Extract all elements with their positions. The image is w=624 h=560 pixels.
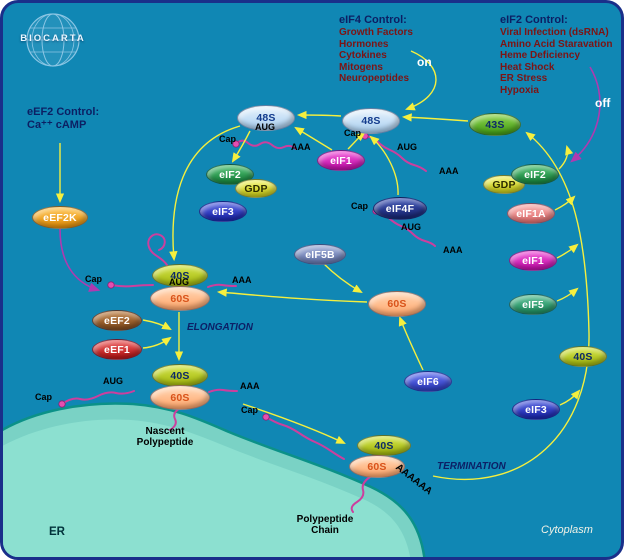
eif2-control-item: Amino Acid Staravation <box>500 38 613 50</box>
node-eif5b[interactable]: eIF5B <box>294 244 346 265</box>
node-60s-initiation[interactable]: 60S <box>150 286 210 311</box>
eef2-control-title: eEF2 Control: <box>27 106 100 118</box>
node-40s-termination[interactable]: 40S <box>357 435 411 456</box>
eef2-control-panel: eEF2 Control: Ca⁺⁺ cAMP <box>27 106 99 132</box>
eif2-control-item: ER Stress <box>500 73 548 84</box>
on-switch-label: on <box>417 55 432 69</box>
pathway-arrows <box>55 50 590 481</box>
node-48s-a[interactable]: 48S <box>237 105 295 131</box>
eif2-control-title: eIF2 Control: <box>500 14 568 26</box>
logo-text: BIOCARTA <box>20 33 86 44</box>
node-eef2[interactable]: eEF2 <box>92 310 142 331</box>
eif2-control-item: Heme Deficiency <box>500 50 581 61</box>
nascent-polypeptide-label: Nascent Polypeptide <box>136 426 194 448</box>
node-48s-b[interactable]: 48S <box>342 108 400 134</box>
off-switch-label: off <box>595 96 611 110</box>
node-eif5[interactable]: eIF5 <box>509 294 557 315</box>
eif4-control-item: Cytokines <box>339 50 387 61</box>
aaa-label: AAA <box>439 166 459 176</box>
termination-label: TERMINATION <box>437 461 506 472</box>
node-60s-termination[interactable]: 60S <box>349 455 405 478</box>
node-eif2-left[interactable]: eIF2 <box>206 164 254 185</box>
node-eif1-right[interactable]: eIF1 <box>509 250 557 271</box>
node-40s-er[interactable]: 40S <box>152 364 208 387</box>
node-eif1a[interactable]: eIF1A <box>507 203 555 224</box>
node-eif1-mid[interactable]: eIF1 <box>317 150 365 171</box>
cap-label: Cap <box>35 392 53 402</box>
node-eif4f[interactable]: eIF4F <box>373 197 427 220</box>
cytoplasm-label: Cytoplasm <box>541 524 593 536</box>
node-eif6[interactable]: eIF6 <box>404 371 452 392</box>
aug-label: AUG <box>103 376 123 386</box>
aaa-label: AAA <box>443 245 463 255</box>
node-60s-er[interactable]: 60S <box>150 385 210 410</box>
eif2-control-panel: eIF2 Control: Viral Infection (dsRNA) Am… <box>500 14 612 96</box>
eif4-control-item: Mitogens <box>339 61 383 73</box>
aug-label: AUG <box>401 222 421 232</box>
eif2-control-item: Viral Infection (dsRNA) <box>500 27 609 38</box>
nascent-chain-strand <box>169 407 181 431</box>
aaa-label: AAA <box>291 142 311 152</box>
polypeptide-chain-strand <box>350 476 371 513</box>
eif4-control-item: Hormones <box>339 38 389 50</box>
node-60s-free[interactable]: 60S <box>368 291 426 317</box>
aug-label: AUG <box>169 277 189 287</box>
cap-label: Cap <box>344 128 362 138</box>
cap-label: Cap <box>219 134 237 144</box>
polypeptide-chain-label: Polypeptide Chain <box>296 514 354 536</box>
eif2-control-item: Hypoxia <box>500 84 539 96</box>
biocarta-logo[interactable]: BIOCARTA <box>11 9 95 69</box>
elongation-label: ELONGATION <box>187 322 253 333</box>
node-gdp-left[interactable]: GDP <box>235 179 277 198</box>
diagram-drawing-layer <box>3 50 601 557</box>
mrna-hairpin <box>147 233 168 266</box>
eef2-control-subtitle: Ca⁺⁺ cAMP <box>27 119 87 131</box>
aug-label: AUG <box>255 122 275 132</box>
aug-label: AUG <box>397 142 417 152</box>
node-eif3-right[interactable]: eIF3 <box>512 399 560 420</box>
cap-label: Cap <box>241 405 259 415</box>
aaa-label: AAA <box>240 381 260 391</box>
node-40s-initiation[interactable]: 40S <box>152 264 208 287</box>
node-eef1[interactable]: eEF1 <box>92 339 142 360</box>
aaa-label: AAA <box>232 275 252 285</box>
eif2-control-item: Heat Shock <box>500 61 555 73</box>
er-region-shape <box>3 402 426 557</box>
eif4-control-title: eIF4 Control: <box>339 14 407 26</box>
eif4-control-item: Growth Factors <box>339 27 413 38</box>
node-43s[interactable]: 43S <box>469 113 521 136</box>
node-eif2-right[interactable]: eIF2 <box>511 164 559 185</box>
cap-label: Cap <box>85 274 103 284</box>
node-eif3-left[interactable]: eIF3 <box>199 201 247 222</box>
er-label: ER <box>49 526 65 538</box>
mrna-strands <box>61 135 436 513</box>
node-eef2k[interactable]: eEF2K <box>32 206 88 229</box>
eif4-control-item: Neuropeptides <box>339 73 410 84</box>
regulation-arrows <box>59 66 601 292</box>
globe-icon <box>26 13 80 67</box>
node-40s-right[interactable]: 40S <box>559 346 607 367</box>
cap-label: Cap <box>351 201 369 211</box>
eif4-control-panel: eIF4 Control: Growth Factors Hormones Cy… <box>339 14 413 85</box>
